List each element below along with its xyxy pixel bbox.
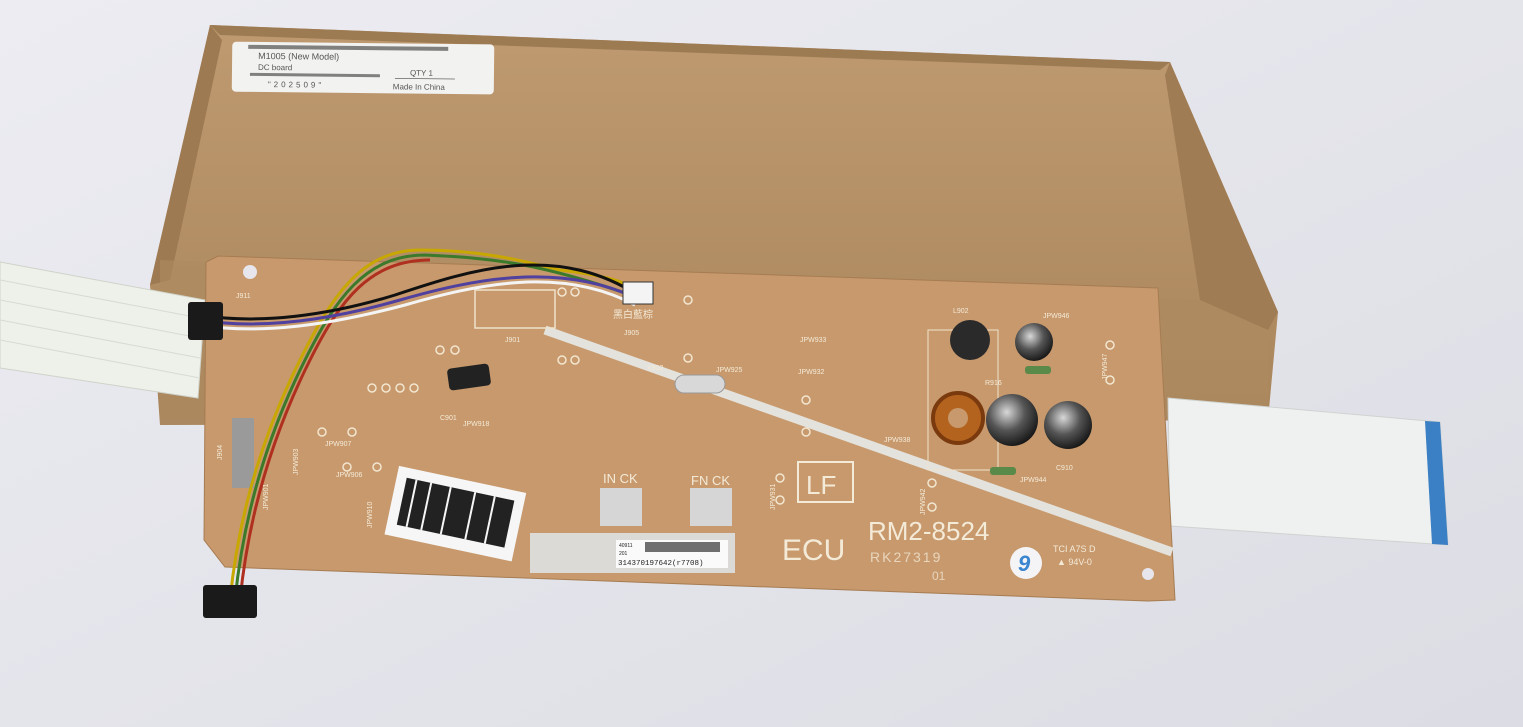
wire-colors-text: 黑白藍棕 [613, 308, 653, 321]
connector-plug [203, 585, 257, 618]
label-model: M1005 (New Model) [258, 51, 339, 62]
part-number: RM2-8524 [868, 516, 989, 546]
diode [1025, 366, 1051, 374]
jumper-pads [317, 287, 1115, 512]
ref-label: X902 [647, 365, 663, 372]
ref-label: JPW906 [336, 472, 363, 479]
fn-ck-pad [690, 488, 732, 526]
number-sticker-text: 9 [1018, 551, 1031, 576]
ref-label: JPW946 [1043, 313, 1070, 320]
ref-label: L902 [953, 308, 969, 315]
lf-mark: LF [806, 470, 836, 500]
maker-code: TCI A7S D [1053, 544, 1096, 554]
ref-label: JPW903 [293, 448, 300, 475]
ref-label: J901 [505, 337, 520, 344]
crystal-x902 [674, 374, 726, 394]
label-batch: "202509" [268, 80, 324, 90]
revision-sub: 01 [932, 569, 946, 583]
ref-label: J911 [236, 293, 251, 300]
serial-line2: 201 [619, 551, 628, 557]
ribbon-cable-left [0, 261, 206, 399]
ref-label: JPW944 [1020, 477, 1047, 484]
number-sticker [1010, 547, 1042, 579]
ref-label: JPW910 [367, 501, 374, 528]
connector-j911-plug [188, 302, 223, 340]
label-board: DC board [258, 63, 292, 72]
ref-label: JPW932 [798, 369, 825, 376]
connector-j905 [622, 281, 654, 305]
pcb-white-stripe [543, 325, 1174, 557]
capacitor-c901 [447, 363, 491, 391]
toroid-core [948, 408, 968, 428]
ref-label: C910 [1056, 465, 1073, 472]
ref-label: J905 [624, 330, 639, 337]
ref-label: C901 [440, 415, 457, 422]
ref-label: JPW938 [884, 437, 911, 444]
ref-label: JPW947 [1102, 353, 1109, 380]
ribbon-contact-strip [1425, 421, 1448, 545]
ref-label: JPW901 [263, 483, 270, 510]
inductor-l902 [950, 320, 990, 360]
ribbon-cable-right [1167, 397, 1449, 546]
ref-label: JPW907 [325, 441, 352, 448]
revision-code: RK27319 [870, 549, 942, 565]
capacitor-large [986, 394, 1038, 446]
serial-line3: 314370197642(r7708) [618, 560, 704, 568]
ref-label: J904 [217, 445, 224, 460]
diode [990, 467, 1016, 475]
rating: ▲ 94V-0 [1057, 557, 1092, 567]
ref-label: R916 [985, 380, 1002, 387]
ref-label: JPW931 [770, 483, 777, 510]
ref-label: JPW933 [800, 337, 827, 344]
wire-harness [199, 248, 652, 601]
ref-label: JPW942 [920, 488, 927, 515]
capacitor [1015, 323, 1053, 361]
label-origin: Made In China [393, 82, 446, 92]
in-ck-pad [600, 488, 642, 526]
ecu-text: ECU [782, 534, 845, 567]
ref-label: JPW925 [716, 367, 743, 374]
ref-label: JPW918 [463, 421, 490, 428]
lf-box [797, 461, 854, 503]
fn-ck-text: FN CK [691, 473, 730, 488]
label-qty: QTY 1 [410, 69, 434, 78]
box-label: M1005 (New Model) DC board "202509" QTY … [231, 41, 495, 95]
capacitor-c910 [1044, 401, 1092, 449]
in-ck-text: IN CK [603, 471, 638, 486]
serial-line1: 40911 [619, 543, 633, 549]
barcode-sticker [384, 465, 527, 562]
